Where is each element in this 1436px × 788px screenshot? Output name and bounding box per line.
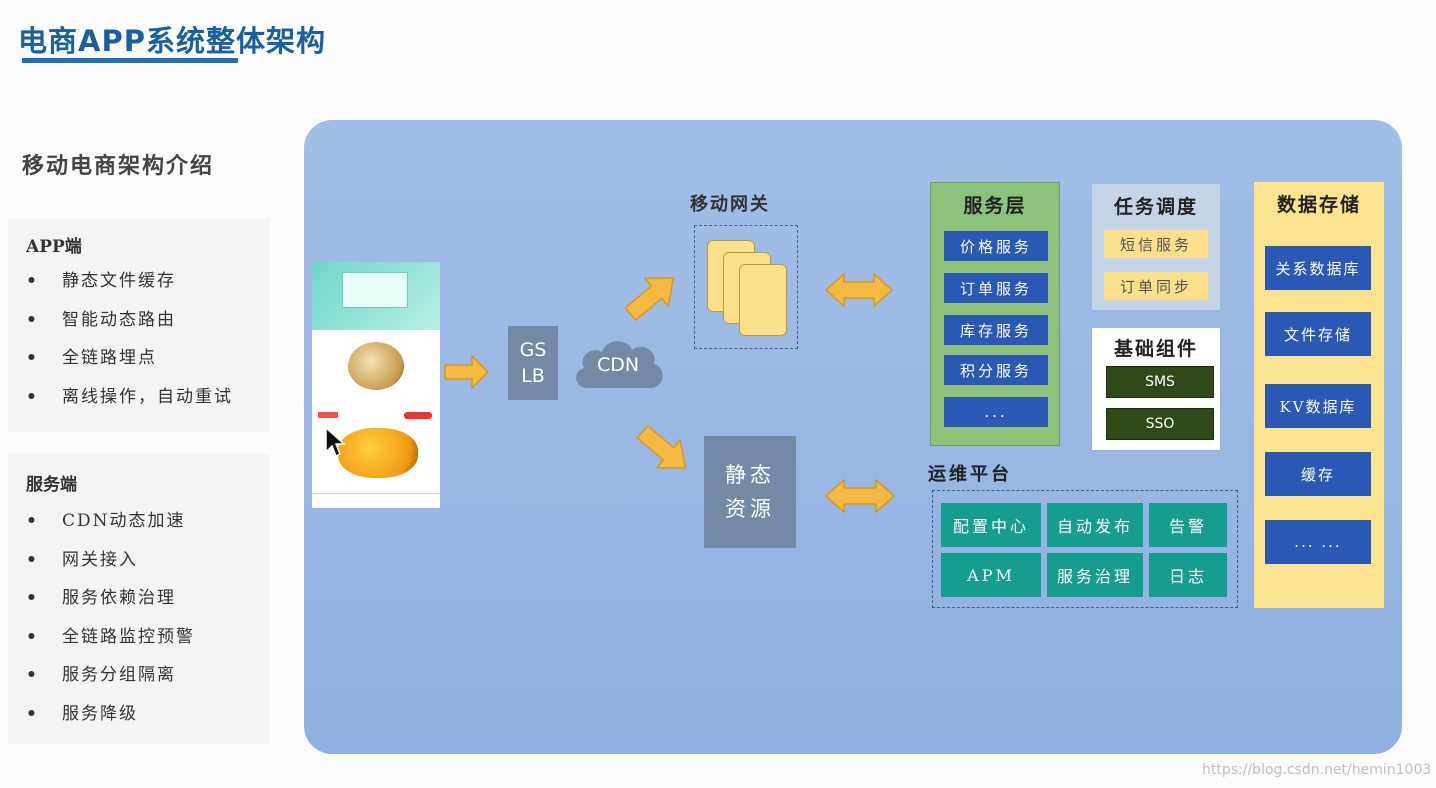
- data-storage-panel: 数据存储 关系数据库 文件存储 KV数据库 缓存 ... ...: [1254, 182, 1384, 608]
- watermark: https://blog.csdn.net/hemin1003: [1202, 762, 1432, 778]
- cdn-label: CDN: [596, 354, 640, 376]
- list-item: •全链路监控预警: [26, 626, 195, 647]
- down-right-arrow-icon: [636, 424, 687, 469]
- up-right-arrow-icon: [624, 277, 675, 322]
- ops-item: APM: [941, 553, 1041, 597]
- service-layer-title: 服务层: [963, 195, 1027, 217]
- ops-item: 配置中心: [941, 503, 1041, 547]
- task-scheduling-title: 任务调度: [1113, 196, 1198, 218]
- task-item: 订单同步: [1104, 272, 1208, 300]
- intro-heading: 移动电商架构介绍: [22, 153, 215, 179]
- storage-item: KV数据库: [1265, 384, 1371, 428]
- double-arrow-icon: [824, 272, 894, 308]
- basic-components-panel: 基础组件 SMS SSO: [1092, 328, 1220, 450]
- component-item: SSO: [1106, 408, 1214, 440]
- list-item: •静态文件缓存: [26, 271, 176, 291]
- phone-screenshot-image: [312, 262, 440, 508]
- mouse-cursor-icon: [325, 426, 346, 458]
- server-side-title: 服务端: [26, 475, 77, 495]
- right-arrow-icon: [444, 354, 490, 390]
- title-underline: [22, 58, 238, 63]
- service-item: 积分服务: [944, 355, 1048, 385]
- static-resource-box: 静态 资源: [704, 436, 796, 548]
- storage-item: 关系数据库: [1265, 246, 1371, 290]
- price-line: [318, 412, 436, 420]
- list-item: •服务依赖治理: [26, 588, 176, 608]
- server-side-list: •CDN动态加速 •网关接入 •服务依赖治理 •全链路监控预警 •服务分组隔离 …: [26, 502, 195, 733]
- service-item: 订单服务: [944, 273, 1048, 303]
- list-item: •离线操作，自动重试: [26, 386, 233, 407]
- ops-item: 告警: [1149, 503, 1227, 547]
- data-storage-title: 数据存储: [1276, 194, 1361, 216]
- service-item: 库存服务: [944, 315, 1048, 345]
- list-item: •智能动态路由: [26, 309, 176, 330]
- ops-item: 服务治理: [1047, 553, 1143, 597]
- ops-item: 日志: [1149, 553, 1227, 597]
- server-side-group: 服务端 •CDN动态加速 •网关接入 •服务依赖治理 •全链路监控预警 •服务分…: [8, 454, 270, 744]
- ops-platform-frame: 配置中心 自动发布 告警 APM 服务治理 日志: [932, 490, 1238, 608]
- pear-image: [348, 342, 404, 390]
- ops-item: 自动发布: [1047, 503, 1143, 547]
- ops-platform-title: 运维平台: [928, 464, 1012, 485]
- task-item: 短信服务: [1104, 230, 1208, 258]
- page-title: 电商APP系统整体架构: [18, 24, 326, 58]
- service-item: ...: [944, 397, 1048, 427]
- app-side-title: APP端: [26, 237, 82, 257]
- gateway-title: 移动网关: [690, 194, 770, 215]
- mango-image: [338, 428, 418, 478]
- double-arrow-icon: [824, 478, 896, 514]
- service-item: 价格服务: [944, 231, 1048, 261]
- app-side-list: •静态文件缓存 •智能动态路由 •全链路埋点 •离线操作，自动重试: [26, 262, 233, 416]
- phone-banner: [312, 262, 440, 330]
- gateway-card-icon: [739, 264, 787, 336]
- task-scheduling-panel: 任务调度 短信服务 订单同步: [1092, 184, 1220, 310]
- list-item: •网关接入: [26, 549, 138, 570]
- list-item: •服务降级: [26, 703, 138, 724]
- service-layer-panel: 服务层 价格服务 订单服务 库存服务 积分服务 ...: [930, 182, 1060, 446]
- list-item: •服务分组隔离: [26, 665, 176, 685]
- list-item: •CDN动态加速: [26, 511, 186, 531]
- storage-item: 缓存: [1265, 452, 1371, 496]
- banner-tag: [342, 272, 408, 308]
- storage-item: ... ...: [1265, 520, 1371, 564]
- list-item: •全链路埋点: [26, 348, 157, 368]
- gslb-box: GS LB: [508, 326, 558, 400]
- app-side-group: APP端 •静态文件缓存 •智能动态路由 •全链路埋点 •离线操作，自动重试: [8, 218, 270, 432]
- basic-components-title: 基础组件: [1113, 338, 1198, 360]
- component-item: SMS: [1106, 366, 1214, 398]
- phone-nav-bar: [312, 493, 440, 508]
- gateway-frame: [694, 225, 798, 349]
- storage-item: 文件存储: [1265, 312, 1371, 356]
- cloud-icon: [576, 341, 663, 388]
